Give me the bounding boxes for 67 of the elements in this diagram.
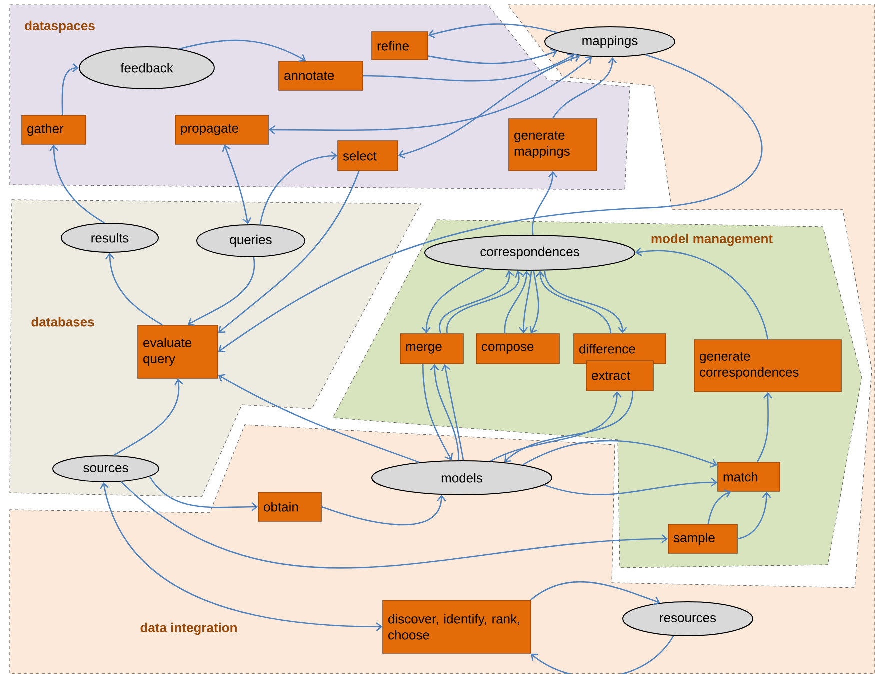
arrow	[218, 374, 420, 464]
process-box: match	[718, 462, 780, 492]
arrow	[536, 270, 612, 334]
arrow	[428, 24, 558, 39]
arrow	[446, 270, 524, 334]
arrow	[430, 364, 460, 461]
arrow	[218, 54, 762, 352]
ellipse-node: results	[61, 222, 159, 253]
arrow	[222, 144, 252, 224]
arrow	[268, 56, 592, 134]
arrow	[121, 481, 668, 569]
process-box: refine	[372, 32, 428, 60]
arrow	[218, 171, 360, 334]
arrow	[532, 171, 558, 236]
process-box: extract	[586, 360, 654, 392]
ellipse-node: correspondences	[424, 235, 636, 271]
arrow	[636, 248, 769, 340]
arrow	[522, 440, 718, 468]
process-box: discover, identify, rank, choose	[382, 600, 532, 654]
ellipse-node: feedback	[79, 46, 215, 90]
arrow	[757, 392, 773, 462]
arrow	[441, 364, 464, 461]
arrow	[504, 391, 634, 463]
process-box: merge	[400, 334, 464, 364]
arrow	[398, 54, 580, 159]
arrow	[100, 482, 383, 632]
arrow	[62, 63, 79, 116]
process-box: generate mappings	[508, 118, 598, 172]
arrow	[530, 581, 660, 606]
arrow	[260, 151, 338, 225]
arrow	[530, 270, 540, 334]
process-box: propagate	[175, 115, 269, 145]
arrow	[113, 378, 184, 456]
arrow	[738, 492, 772, 540]
arrow	[530, 636, 674, 674]
arrow	[504, 270, 532, 334]
process-box: difference	[574, 334, 666, 364]
arrow	[188, 257, 256, 326]
arrow	[422, 268, 486, 334]
ellipse-node: resources	[622, 601, 754, 636]
ellipse-node: mappings	[544, 26, 676, 58]
arrow	[439, 270, 514, 334]
ellipse-node: sources	[52, 455, 160, 482]
process-box: annotate	[278, 61, 364, 91]
ellipse-node: models	[372, 460, 552, 496]
arrow	[422, 364, 454, 461]
arrow	[363, 54, 574, 82]
process-box: gather	[22, 115, 86, 145]
arrow	[552, 57, 618, 119]
arrow	[708, 490, 732, 524]
arrow	[519, 270, 532, 334]
process-box: obtain	[258, 492, 322, 522]
process-box: generate correspondences	[694, 340, 842, 392]
process-box: evaluate query	[138, 325, 218, 379]
arrow	[490, 391, 622, 462]
arrow	[322, 495, 446, 526]
arrow	[180, 40, 306, 62]
ellipse-node: queries	[196, 224, 306, 258]
arrow	[544, 478, 718, 496]
process-box: sample	[668, 524, 738, 554]
arrow	[50, 144, 105, 224]
arrow	[149, 476, 258, 512]
arrow	[544, 270, 628, 334]
process-box: select	[338, 140, 398, 172]
process-box: compose	[476, 334, 560, 364]
arrow	[106, 252, 163, 326]
arrow	[428, 48, 558, 64]
